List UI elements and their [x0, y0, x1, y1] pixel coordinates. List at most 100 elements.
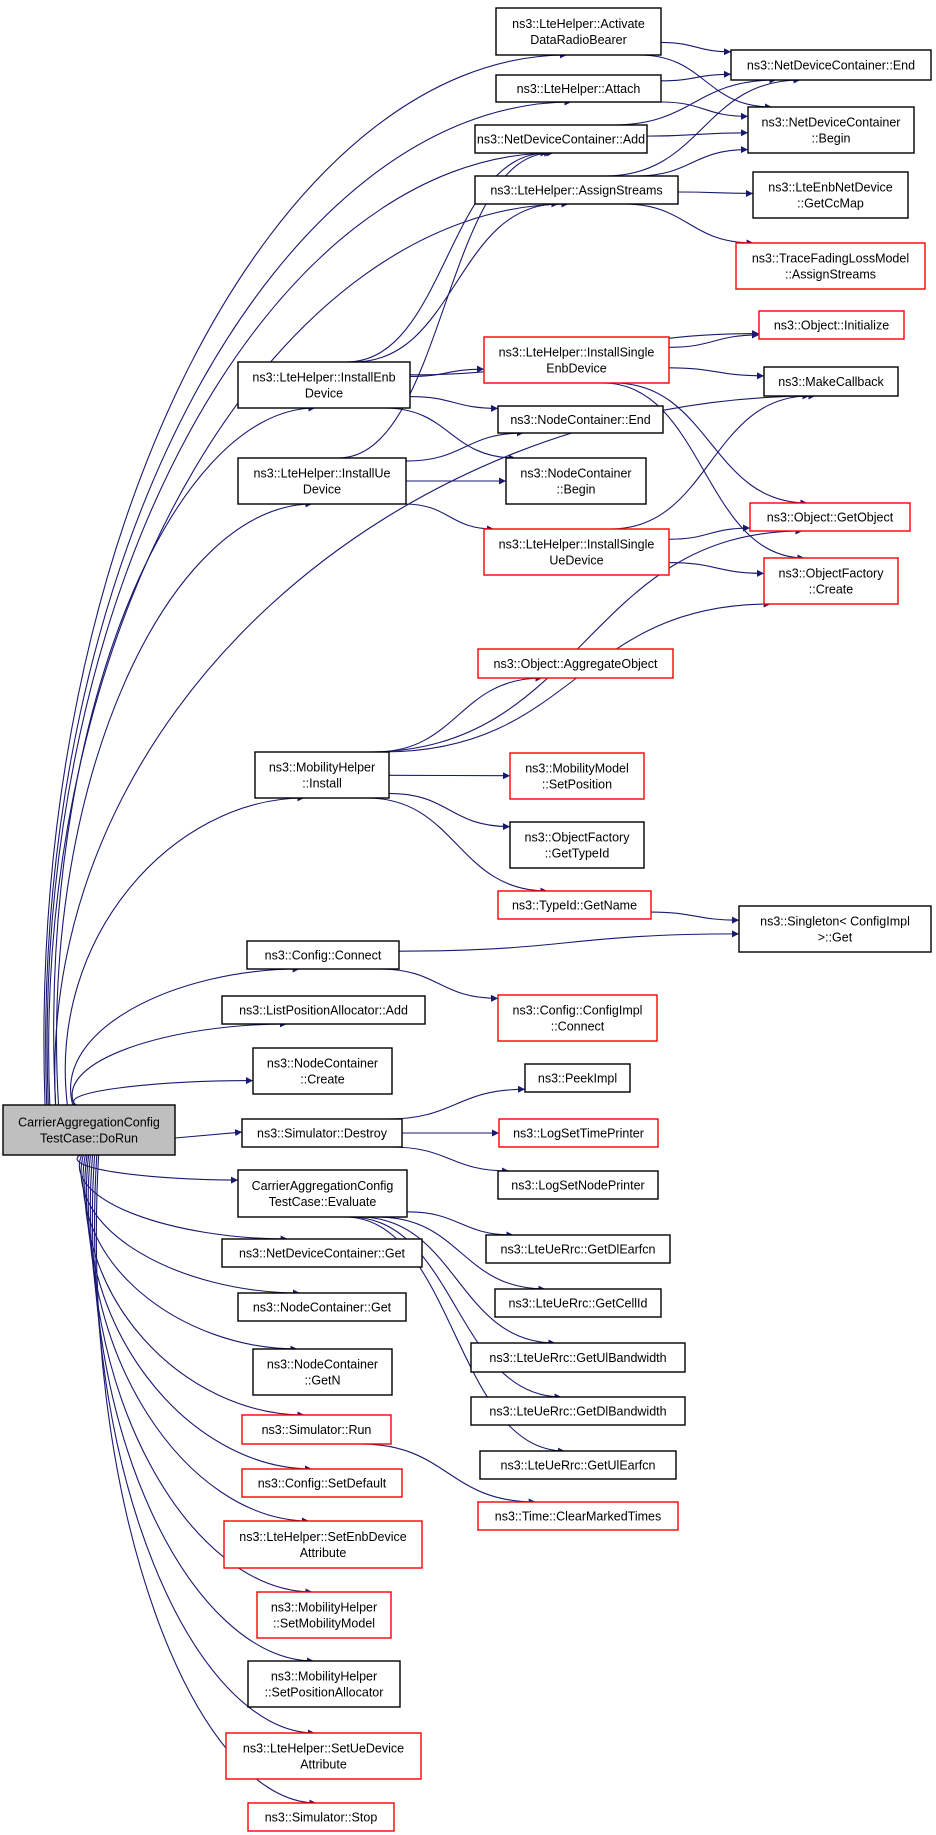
node-getname[interactable]: ns3::TypeId::GetName — [497, 890, 652, 920]
edge-getname-to-singleton — [650, 911, 740, 924]
node-attach[interactable]: ns3::LteHelper::Attach — [495, 74, 662, 103]
node-getulearfcn[interactable]: ns3::LteUeRrc::GetUlEarfcn — [479, 1450, 677, 1480]
node-tracefading-box — [735, 242, 926, 290]
node-sim_destroy-box — [241, 1118, 403, 1148]
node-setposalloc[interactable]: ns3::MobilityHelper::SetPositionAllocato… — [247, 1660, 401, 1708]
edge-ndc_add-to-ndc_begin — [646, 129, 749, 137]
edge-installenb-to-ndc_add — [346, 149, 548, 363]
node-singleton-box — [738, 905, 932, 953]
node-of_create[interactable]: ns3::ObjectFactory::Create — [763, 557, 899, 605]
node-nc_getn[interactable]: ns3::NodeContainer::GetN — [252, 1348, 393, 1396]
node-getccmap[interactable]: ns3::LteEnbNetDevice::GetCcMap — [752, 171, 909, 219]
node-mob_install-box — [254, 751, 390, 799]
node-assign[interactable]: ns3::LteHelper::AssignStreams — [474, 175, 679, 205]
node-getccmap-label-line-1: ::GetCcMap — [797, 196, 864, 210]
node-evaluate-box — [237, 1169, 408, 1218]
node-setmobmodel-label-line-1: ::SetMobilityModel — [273, 1616, 375, 1630]
node-logtime[interactable]: ns3::LogSetTimePrinter — [498, 1118, 659, 1148]
node-attach-label-line-0: ns3::LteHelper::Attach — [517, 82, 641, 96]
node-sim_run[interactable]: ns3::Simulator::Run — [241, 1414, 392, 1445]
node-getdlbw[interactable]: ns3::LteUeRrc::GetDlBandwidth — [470, 1396, 686, 1426]
node-setmobmodel[interactable]: ns3::MobilityHelper::SetMobilityModel — [256, 1591, 392, 1639]
node-cfgimpl_connect[interactable]: ns3::Config::ConfigImpl::Connect — [497, 994, 658, 1042]
node-ndc_get[interactable]: ns3::NetDeviceContainer::Get — [221, 1238, 423, 1268]
node-nc_end[interactable]: ns3::NodeContainer::End — [497, 405, 664, 434]
node-nc_create-label-line-1: ::Create — [300, 1072, 345, 1086]
node-tracefading[interactable]: ns3::TraceFadingLossModel::AssignStreams — [735, 242, 926, 290]
node-evaluate[interactable]: CarrierAggregationConfigTestCase::Evalua… — [237, 1169, 408, 1218]
node-getdlearfcn[interactable]: ns3::LteUeRrc::GetDlEarfcn — [485, 1234, 671, 1264]
edge-root-to-sim_destroy — [174, 1129, 243, 1139]
node-peekimpl-box — [524, 1063, 631, 1093]
node-activate-label-line-0: ns3::LteHelper::Activate — [512, 17, 645, 31]
node-nc_begin-label-line-0: ns3::NodeContainer — [520, 466, 631, 480]
node-getdlbw-label-line-0: ns3::LteUeRrc::GetDlBandwidth — [489, 1404, 666, 1418]
node-getulearfcn-label-line-0: ns3::LteUeRrc::GetUlEarfcn — [501, 1458, 656, 1472]
node-cfgimpl_connect-box — [497, 994, 658, 1042]
edge-singleue-to-getobject — [668, 524, 751, 540]
node-cfg_connect[interactable]: ns3::Config::Connect — [246, 940, 400, 970]
node-gettypeid[interactable]: ns3::ObjectFactory::GetTypeId — [509, 821, 645, 869]
node-singleton[interactable]: ns3::Singleton< ConfigImpl >::Get — [738, 905, 932, 953]
node-ndc_begin[interactable]: ns3::NetDeviceContainer::Begin — [747, 106, 915, 154]
node-setueattr-label-line-1: Attribute — [300, 1757, 347, 1771]
node-logtime-box — [498, 1118, 659, 1148]
node-sim_stop[interactable]: ns3::Simulator::Stop — [247, 1802, 395, 1832]
node-peekimpl[interactable]: ns3::PeekImpl — [524, 1063, 631, 1093]
node-getobject[interactable]: ns3::Object::GetObject — [749, 502, 911, 532]
edge-root-to-ndc_get — [78, 1154, 288, 1243]
node-setposalloc-label-line-0: ns3::MobilityHelper — [271, 1669, 377, 1683]
node-ndc_get-box — [221, 1238, 423, 1268]
node-evaluate-label-line-1: TestCase::Evaluate — [269, 1195, 377, 1209]
node-obj_init[interactable]: ns3::Object::Initialize — [758, 310, 905, 340]
node-cfg_setdefault[interactable]: ns3::Config::SetDefault — [241, 1468, 403, 1498]
edge-assign-to-ndc_end — [605, 76, 801, 177]
node-clearmarked[interactable]: ns3::Time::ClearMarkedTimes — [477, 1501, 679, 1531]
node-ndc_begin-label-line-1: ::Begin — [812, 131, 851, 145]
edge-installenb-to-assign — [353, 200, 559, 363]
node-lpa_add[interactable]: ns3::ListPositionAllocator::Add — [221, 995, 426, 1025]
node-attach-box — [495, 74, 662, 103]
edge-root-to-sim_stop — [95, 1154, 317, 1807]
edge-mob_install-to-getobject — [367, 527, 803, 753]
node-makecallback[interactable]: ns3::MakeCallback — [763, 366, 899, 397]
edge-attach-to-ndc_begin — [660, 101, 749, 120]
node-getccmap-label-line-0: ns3::LteEnbNetDevice — [768, 180, 892, 194]
node-gettypeid-box — [509, 821, 645, 869]
node-installenb-box — [237, 361, 411, 409]
node-ndc_add[interactable]: ns3::NetDeviceContainer::Add — [474, 124, 648, 154]
node-singleenb-label-line-1: EnbDevice — [546, 361, 606, 375]
node-nc_begin-box — [505, 457, 647, 505]
node-sim_destroy[interactable]: ns3::Simulator::Destroy — [241, 1118, 403, 1148]
node-singleton-label-line-0: ns3::Singleton< ConfigImpl — [760, 914, 910, 928]
node-nc_end-label-line-0: ns3::NodeContainer::End — [510, 413, 650, 427]
node-nc_begin[interactable]: ns3::NodeContainer::Begin — [505, 457, 647, 505]
node-root-box — [2, 1104, 176, 1156]
node-lognode[interactable]: ns3::LogSetNodePrinter — [497, 1170, 659, 1200]
edge-root-to-setmobmodel — [89, 1154, 313, 1596]
node-getcellid[interactable]: ns3::LteUeRrc::GetCellId — [494, 1288, 662, 1318]
node-setposition[interactable]: ns3::MobilityModel::SetPosition — [509, 752, 645, 800]
node-nc_getn-label-line-0: ns3::NodeContainer — [267, 1357, 378, 1371]
node-installue-label-line-1: Device — [303, 482, 341, 496]
node-setmobmodel-box — [256, 1591, 392, 1639]
edge-root-to-setenbattr — [87, 1154, 309, 1525]
edge-evaluate-to-getcellid — [377, 1216, 546, 1293]
node-nc_create[interactable]: ns3::NodeContainer::Create — [252, 1047, 393, 1095]
node-ndc_end[interactable]: ns3::NetDeviceContainer::End — [730, 49, 932, 81]
node-getulbw[interactable]: ns3::LteUeRrc::GetUlBandwidth — [470, 1342, 686, 1373]
node-aggregate[interactable]: ns3::Object::AggregateObject — [477, 648, 674, 679]
node-mob_install[interactable]: ns3::MobilityHelper::Install — [254, 751, 390, 799]
edge-mob_install-to-gettypeid — [388, 792, 511, 831]
edge-root-to-cfg_connect — [70, 965, 300, 1106]
node-nc_get[interactable]: ns3::NodeContainer::Get — [237, 1292, 407, 1322]
node-cfgimpl_connect-label-line-0: ns3::Config::ConfigImpl — [513, 1003, 643, 1017]
